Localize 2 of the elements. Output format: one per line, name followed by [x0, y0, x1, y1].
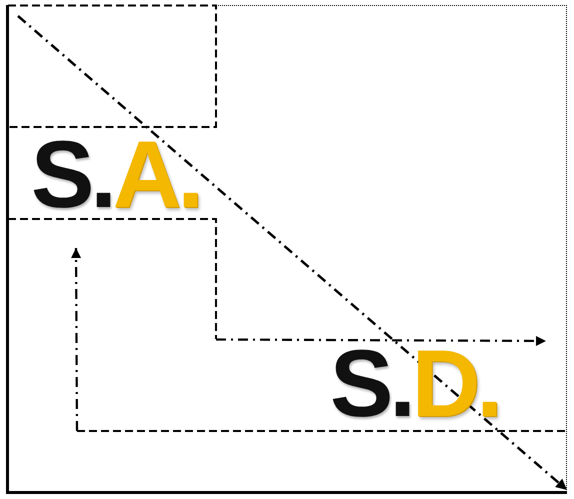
abbreviation-label: S.A.: [31, 137, 200, 213]
abbreviation-label: S.D.: [330, 346, 499, 422]
